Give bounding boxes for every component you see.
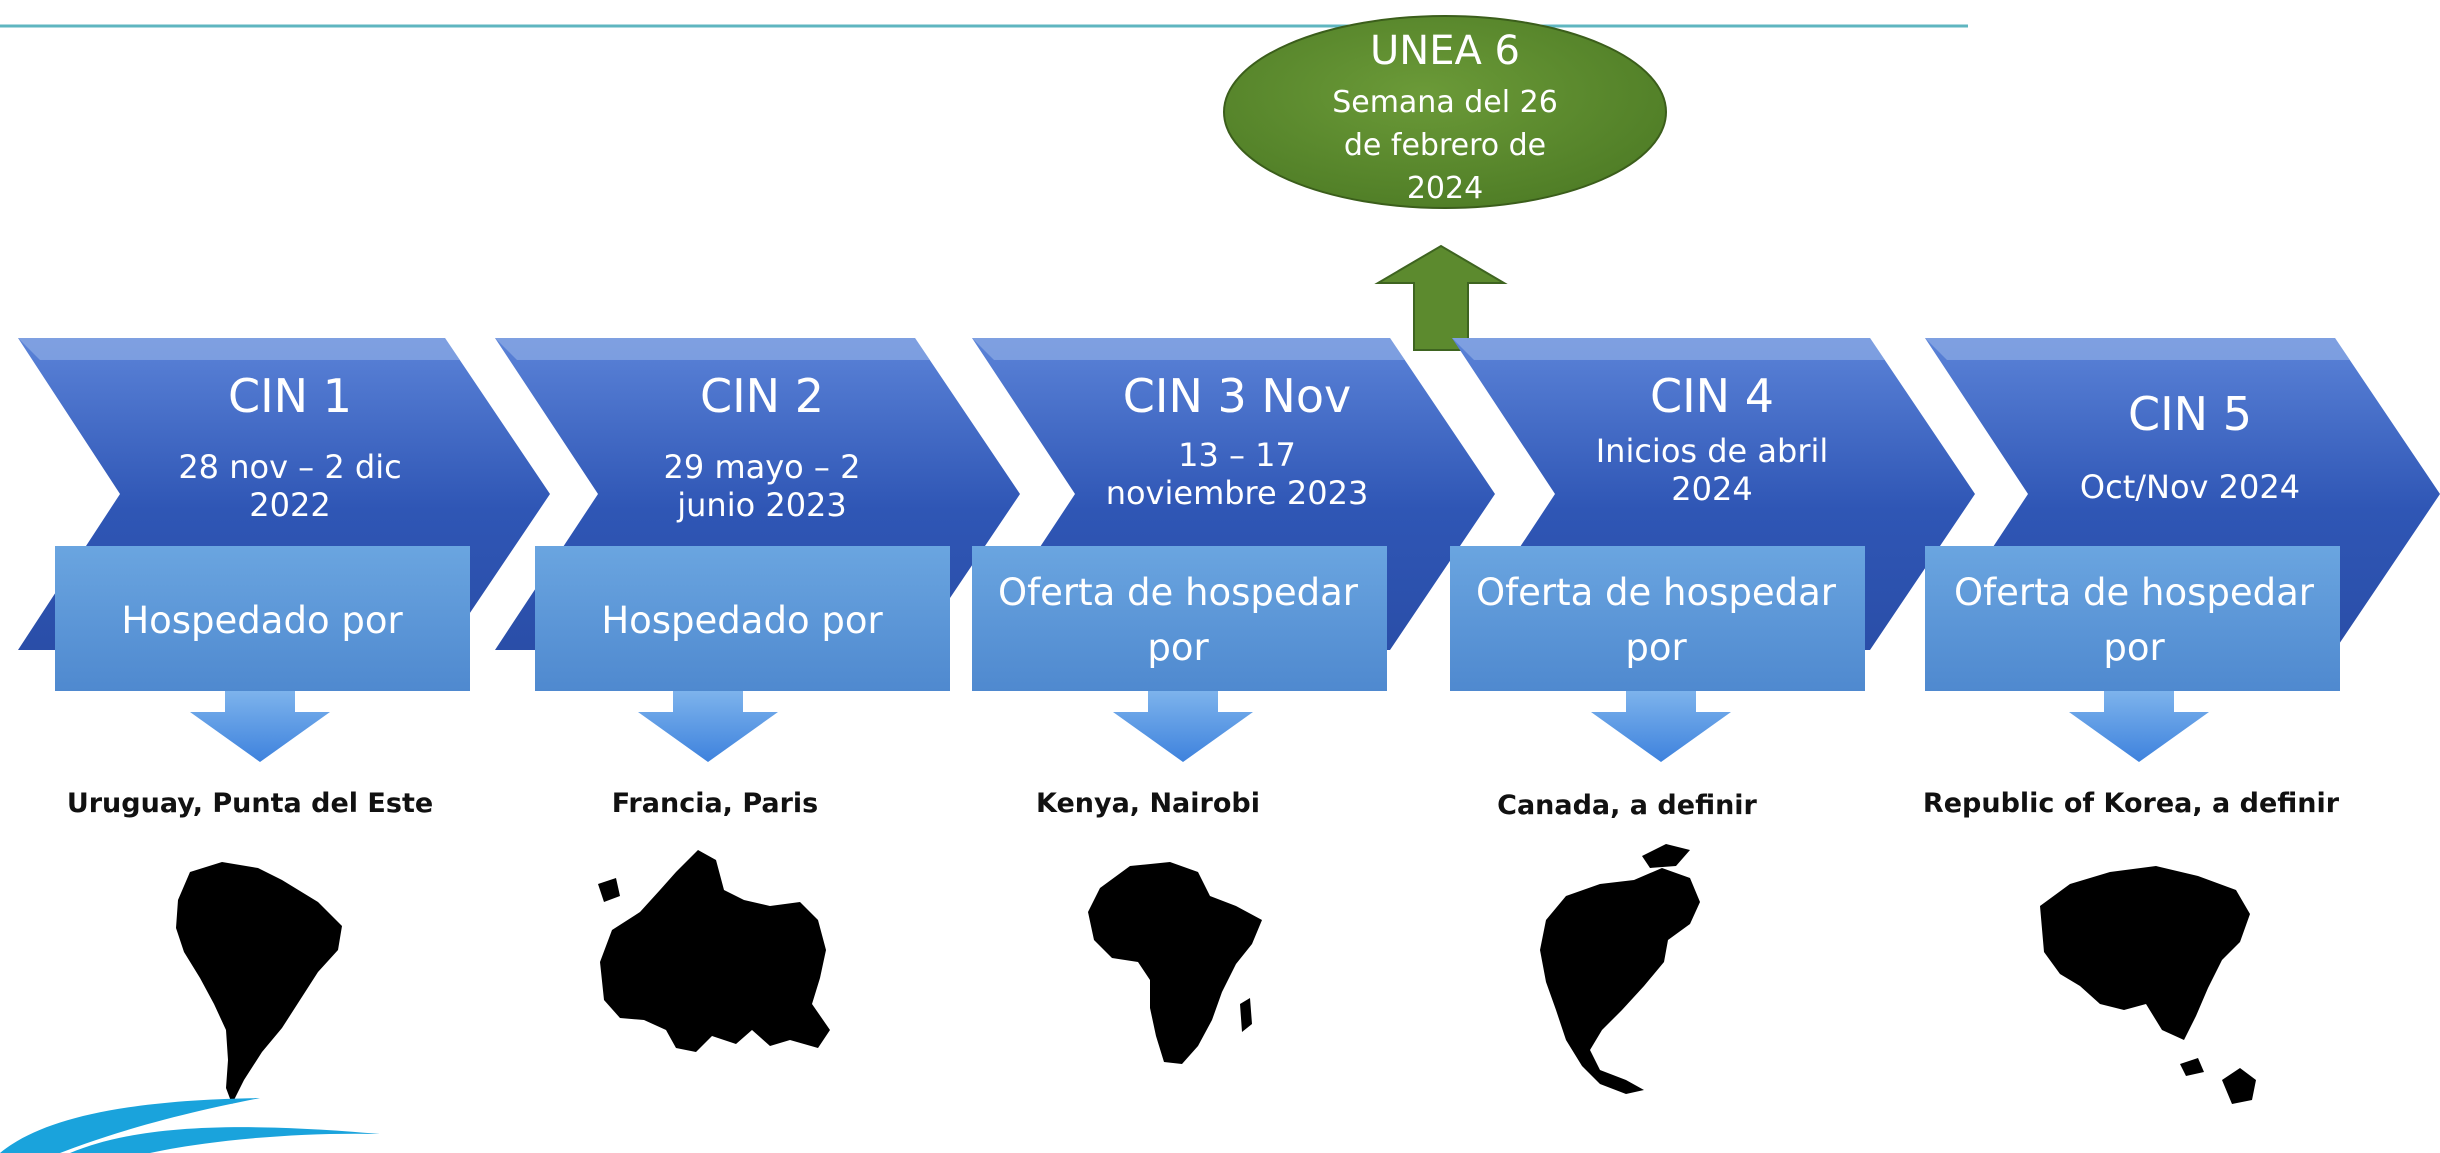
asia-map-icon [2040,866,2256,1104]
host-label-line-1: Oferta de hospedar [1954,571,2315,614]
place-label: Uruguay, Punta del Este [67,788,433,819]
host-box [1925,546,2340,691]
africa-map-icon [1088,862,1262,1064]
stage-cin-3: CIN 3 Nov 13 – 17 noviembre 2023 Oferta … [972,338,1495,1064]
place-label: Republic of Korea, a definir [1923,788,2340,819]
stage-cin-2: CIN 2 29 mayo – 2 junio 2023 Hospedado p… [495,338,1020,1052]
down-arrow-icon [1591,691,1731,762]
unea-line-2: de febrero de [1344,128,1546,163]
host-label-line-2: por [2103,626,2165,669]
stage-date-line-2: 2022 [249,486,330,524]
host-label-line-1: Hospedado por [121,599,403,642]
unea-ellipse [1223,15,1667,209]
europe-map-icon [598,850,830,1052]
host-box [1450,546,1865,691]
stage-date-line-1: 13 – 17 [1178,436,1296,474]
stage-date-line-1: Inicios de abril [1596,432,1829,470]
chevron-highlight [972,338,1405,360]
stage-cin-4: CIN 4 Inicios de abril 2024 Oferta de ho… [1450,338,1975,1094]
down-arrow-icon [1113,691,1253,762]
unea-line-1: Semana del 26 [1332,85,1558,120]
host-label-line-2: por [1625,626,1687,669]
stage-title: CIN 4 [1650,369,1774,423]
unea-up-arrow-icon [1374,244,1508,351]
unea-title: UNEA 6 [1370,28,1520,74]
host-box [55,546,470,691]
stage-date-line-2: 2024 [1671,470,1752,508]
stage-cin-5: CIN 5 Oct/Nov 2024 Oferta de hospedar po… [1923,338,2440,1104]
stage-cin-1: CIN 1 28 nov – 2 dic 2022 Hospedado por … [18,338,550,1104]
stage-date-line-2: noviembre 2023 [1106,474,1369,512]
host-label-line-1: Oferta de hospedar [1476,571,1837,614]
down-arrow-icon [190,691,330,762]
stage-date-line-1: 28 nov – 2 dic [178,448,401,486]
host-label-line-1: Hospedado por [601,599,883,642]
place-label: Canada, a definir [1497,790,1757,821]
host-box [972,546,1387,691]
north-america-map-icon [1540,844,1700,1094]
unea-callout: UNEA 6 Semana del 26 de febrero de 2024 [1223,15,1667,351]
chevron-highlight [18,338,460,360]
down-arrow-icon [638,691,778,762]
host-label-line-2: por [1147,626,1209,669]
place-label: Kenya, Nairobi [1036,788,1260,819]
stage-date-line-1: Oct/Nov 2024 [2080,468,2300,506]
down-arrow-icon [2069,691,2209,762]
place-label: Francia, Paris [612,788,819,819]
south-america-map-icon [176,862,342,1104]
chevron-highlight [495,338,930,360]
stage-title: CIN 1 [228,369,352,423]
host-box [535,546,950,691]
stage-title: CIN 3 Nov [1123,369,1351,423]
stage-title: CIN 2 [700,369,824,423]
stage-title: CIN 5 [2128,387,2252,441]
chevron-highlight [1925,338,2350,360]
stage-date-line-1: 29 mayo – 2 [664,448,861,486]
unea-line-3: 2024 [1407,171,1483,206]
logo-swoosh-icon [0,1098,380,1153]
host-label-line-1: Oferta de hospedar [998,571,1359,614]
stage-date-line-2: junio 2023 [676,486,847,524]
chevron-highlight [1452,338,1885,360]
